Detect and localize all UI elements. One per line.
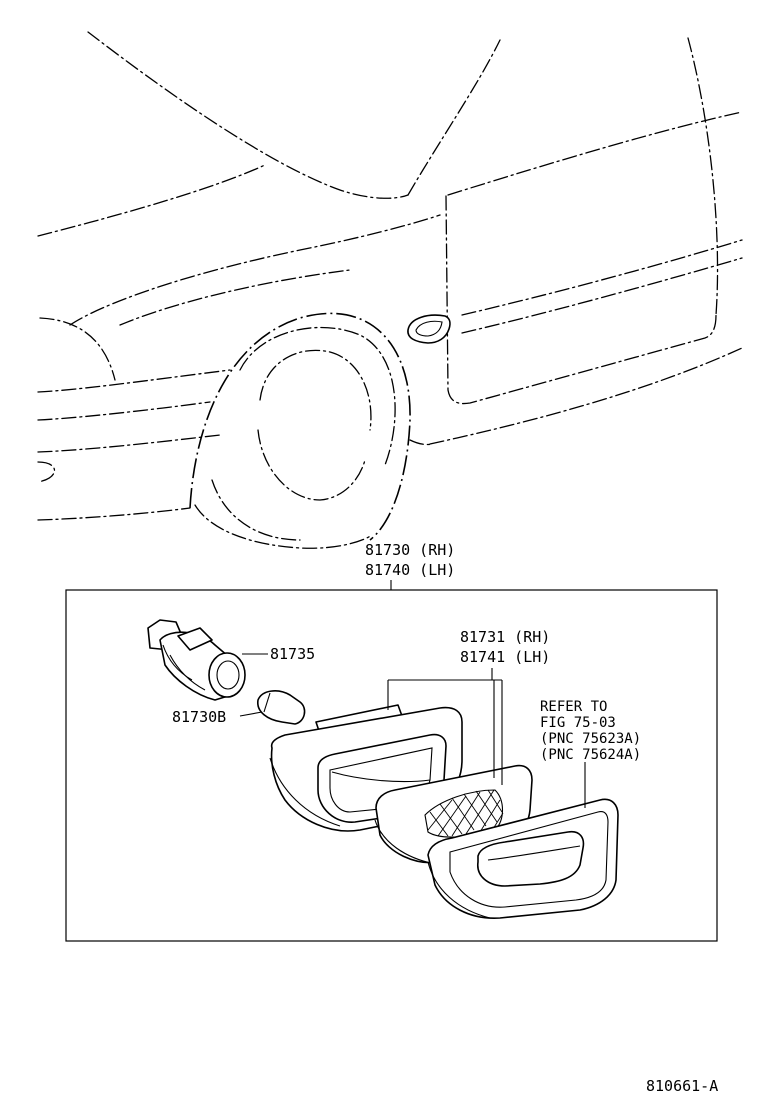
socket-part xyxy=(147,619,246,701)
assembly-frame xyxy=(65,589,718,942)
reference-line-4: (PNC 75624A) xyxy=(540,747,641,763)
label-lens-lh: 81741 (LH) xyxy=(460,648,550,666)
bulb-leader-line xyxy=(239,711,263,717)
label-assembly-rh: 81730 (RH) xyxy=(365,541,455,559)
vehicle-outline xyxy=(37,31,743,549)
label-assembly-lh: 81740 (LH) xyxy=(365,561,455,579)
reference-line-2: FIG 75-03 xyxy=(540,715,616,731)
figure-id: 810661-A xyxy=(646,1077,718,1095)
lens-crosshatch xyxy=(424,789,504,838)
bezel-part xyxy=(427,798,619,919)
reference-line-1: REFER TO xyxy=(540,699,607,715)
label-socket: 81735 xyxy=(270,645,315,663)
reference-line-3: (PNC 75623A) xyxy=(540,731,641,747)
bulb-part xyxy=(257,690,306,725)
label-lens-rh: 81731 (RH) xyxy=(460,628,550,646)
label-bulb: 81730B xyxy=(172,708,226,726)
lens-leader-lines xyxy=(387,668,503,785)
